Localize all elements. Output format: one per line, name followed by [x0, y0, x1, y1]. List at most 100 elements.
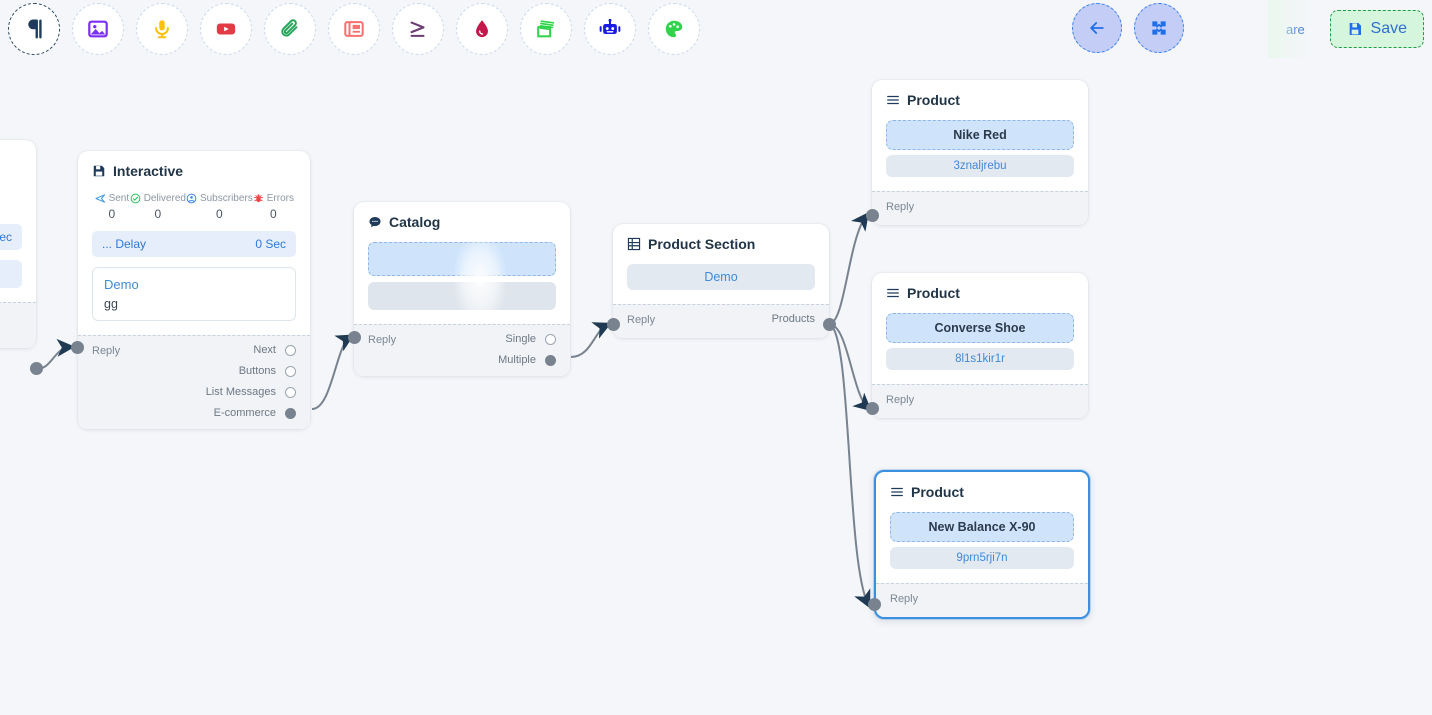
- output-ports: Single Multiple: [368, 333, 556, 366]
- port-next[interactable]: Next: [253, 344, 296, 356]
- port-label-reply: Reply: [627, 314, 656, 326]
- product-id[interactable]: 8l1s1kir1r: [886, 348, 1074, 370]
- skeleton-bar-primary: [368, 242, 556, 276]
- stat-value: 0: [216, 207, 223, 221]
- product-name[interactable]: Nike Red: [886, 120, 1074, 150]
- stat-delivered: Delivered 0: [130, 193, 186, 221]
- arrow-left-icon: [1090, 22, 1104, 34]
- delay-label: ... Delay: [102, 237, 147, 251]
- port-dot-product-1-reply[interactable]: [866, 209, 879, 222]
- delay-row[interactable]: ... Delay 0 Sec: [92, 231, 296, 257]
- microphone-icon[interactable]: [136, 3, 188, 55]
- port-label-reply: Reply: [92, 345, 121, 357]
- back-button[interactable]: [1072, 3, 1122, 53]
- menu-lines-icon: [887, 288, 899, 298]
- port-dot-message[interactable]: [30, 362, 43, 375]
- port-ecommerce[interactable]: E-commerce: [214, 407, 296, 419]
- node-footer: Reply Single Multiple: [354, 324, 570, 376]
- product-id[interactable]: 9prn5rji7n: [890, 547, 1074, 569]
- menu-lines-icon: [891, 487, 903, 497]
- node-title-label: Product: [911, 484, 964, 500]
- product-section-demo[interactable]: Demo: [627, 264, 815, 290]
- node-title-label: Product: [907, 285, 960, 301]
- palette-icon[interactable]: [648, 3, 700, 55]
- node-footer: Reply: [876, 583, 1088, 617]
- port-label-reply: Reply: [890, 593, 919, 605]
- product-name[interactable]: New Balance X-90: [890, 512, 1074, 542]
- hidden-action-peek: are: [1268, 0, 1320, 58]
- stat-value: 0: [108, 207, 116, 221]
- node-footer: Reply Next Buttons List Messages E-comme…: [78, 335, 310, 429]
- stat-label: Delivered: [143, 193, 186, 204]
- delay-row[interactable]: Sec: [0, 224, 22, 250]
- port-dot-interactive-reply[interactable]: [71, 341, 84, 354]
- paperclip-icon[interactable]: [264, 3, 316, 55]
- port-products[interactable]: Products: [771, 313, 815, 325]
- save-button[interactable]: Save: [1329, 10, 1424, 48]
- partial-node-left[interactable]: rrors 0 Sec essage: [0, 140, 36, 348]
- output-ports: Next Buttons List Messages E-commerce: [92, 344, 296, 419]
- catalog-skeleton: [368, 242, 556, 310]
- port-handle[interactable]: [285, 407, 296, 419]
- node-product-2[interactable]: Product Converse Shoe 8l1s1kir1r Reply: [872, 273, 1088, 418]
- collapse-icon: [1152, 21, 1166, 35]
- product-name-label: New Balance X-90: [928, 520, 1036, 534]
- node-title-label: Interactive: [113, 163, 184, 179]
- node-product-section[interactable]: Product Section Demo Reply Products: [613, 224, 829, 338]
- port-dot-product-2-reply[interactable]: [866, 402, 879, 415]
- message-text: gg: [104, 297, 118, 311]
- robot-icon[interactable]: [584, 3, 636, 55]
- node-catalog[interactable]: Catalog Reply Single Multiple: [354, 202, 570, 376]
- greater-equal-icon[interactable]: [392, 3, 444, 55]
- canvas-controls[interactable]: [1072, 3, 1184, 53]
- stat-value: 0: [0, 200, 20, 214]
- port-handle[interactable]: [285, 344, 296, 356]
- fade-overlay: [1268, 0, 1310, 58]
- stat-errors: Errors 0: [253, 193, 294, 221]
- paragraph-icon[interactable]: [8, 3, 60, 55]
- port-dot-products[interactable]: [823, 318, 836, 331]
- product-name-label: Nike Red: [953, 128, 1007, 142]
- port-buttons[interactable]: Buttons: [239, 365, 296, 377]
- fit-view-button[interactable]: [1134, 3, 1184, 53]
- node-product-3[interactable]: Product New Balance X-90 9prn5rji7n Repl…: [874, 470, 1090, 619]
- product-id[interactable]: 3znaljrebu: [886, 155, 1074, 177]
- youtube-icon[interactable]: [200, 3, 252, 55]
- port-handle[interactable]: [285, 365, 296, 377]
- node-footer: essage: [0, 302, 36, 348]
- node-interactive[interactable]: Interactive Sent 0 Delivered 0: [78, 151, 310, 429]
- user-circle-icon: [186, 193, 197, 204]
- port-dot-product-3-reply[interactable]: [868, 598, 881, 611]
- port-dot-section-reply[interactable]: [607, 318, 620, 331]
- port-handle[interactable]: [545, 333, 556, 345]
- node-title: Product: [886, 92, 1074, 108]
- news-card-icon[interactable]: [328, 3, 380, 55]
- stat-sent: Sent 0: [94, 193, 130, 221]
- interactive-icon: [93, 165, 105, 177]
- port-single[interactable]: Single: [505, 333, 556, 345]
- port-dot-catalog-reply[interactable]: [348, 331, 361, 344]
- port-handle[interactable]: [545, 354, 556, 366]
- message-box[interactable]: Demo gg: [92, 267, 296, 321]
- check-circle-icon: [130, 193, 141, 204]
- node-palette-toolbar[interactable]: [0, 0, 712, 58]
- image-icon[interactable]: [72, 3, 124, 55]
- message-box[interactable]: [0, 260, 22, 288]
- product-name[interactable]: Converse Shoe: [886, 313, 1074, 343]
- product-name-label: Converse Shoe: [934, 321, 1026, 335]
- port-list-messages[interactable]: List Messages: [206, 386, 296, 398]
- save-label: Save: [1370, 20, 1407, 37]
- node-footer: Reply Products: [613, 304, 829, 338]
- delay-value: Sec: [0, 230, 12, 244]
- droplet-icon[interactable]: [456, 3, 508, 55]
- node-title-label: Product: [907, 92, 960, 108]
- list-stack-icon[interactable]: [520, 3, 572, 55]
- node-footer: Reply: [872, 384, 1088, 418]
- output-ports: Products: [627, 313, 815, 325]
- port-multiple[interactable]: Multiple: [498, 354, 556, 366]
- stat-errors: rrors 0: [0, 186, 20, 214]
- port-label-reply: Reply: [886, 394, 915, 406]
- port-handle[interactable]: [285, 386, 296, 398]
- node-product-1[interactable]: Product Nike Red 3znaljrebu Reply: [872, 80, 1088, 225]
